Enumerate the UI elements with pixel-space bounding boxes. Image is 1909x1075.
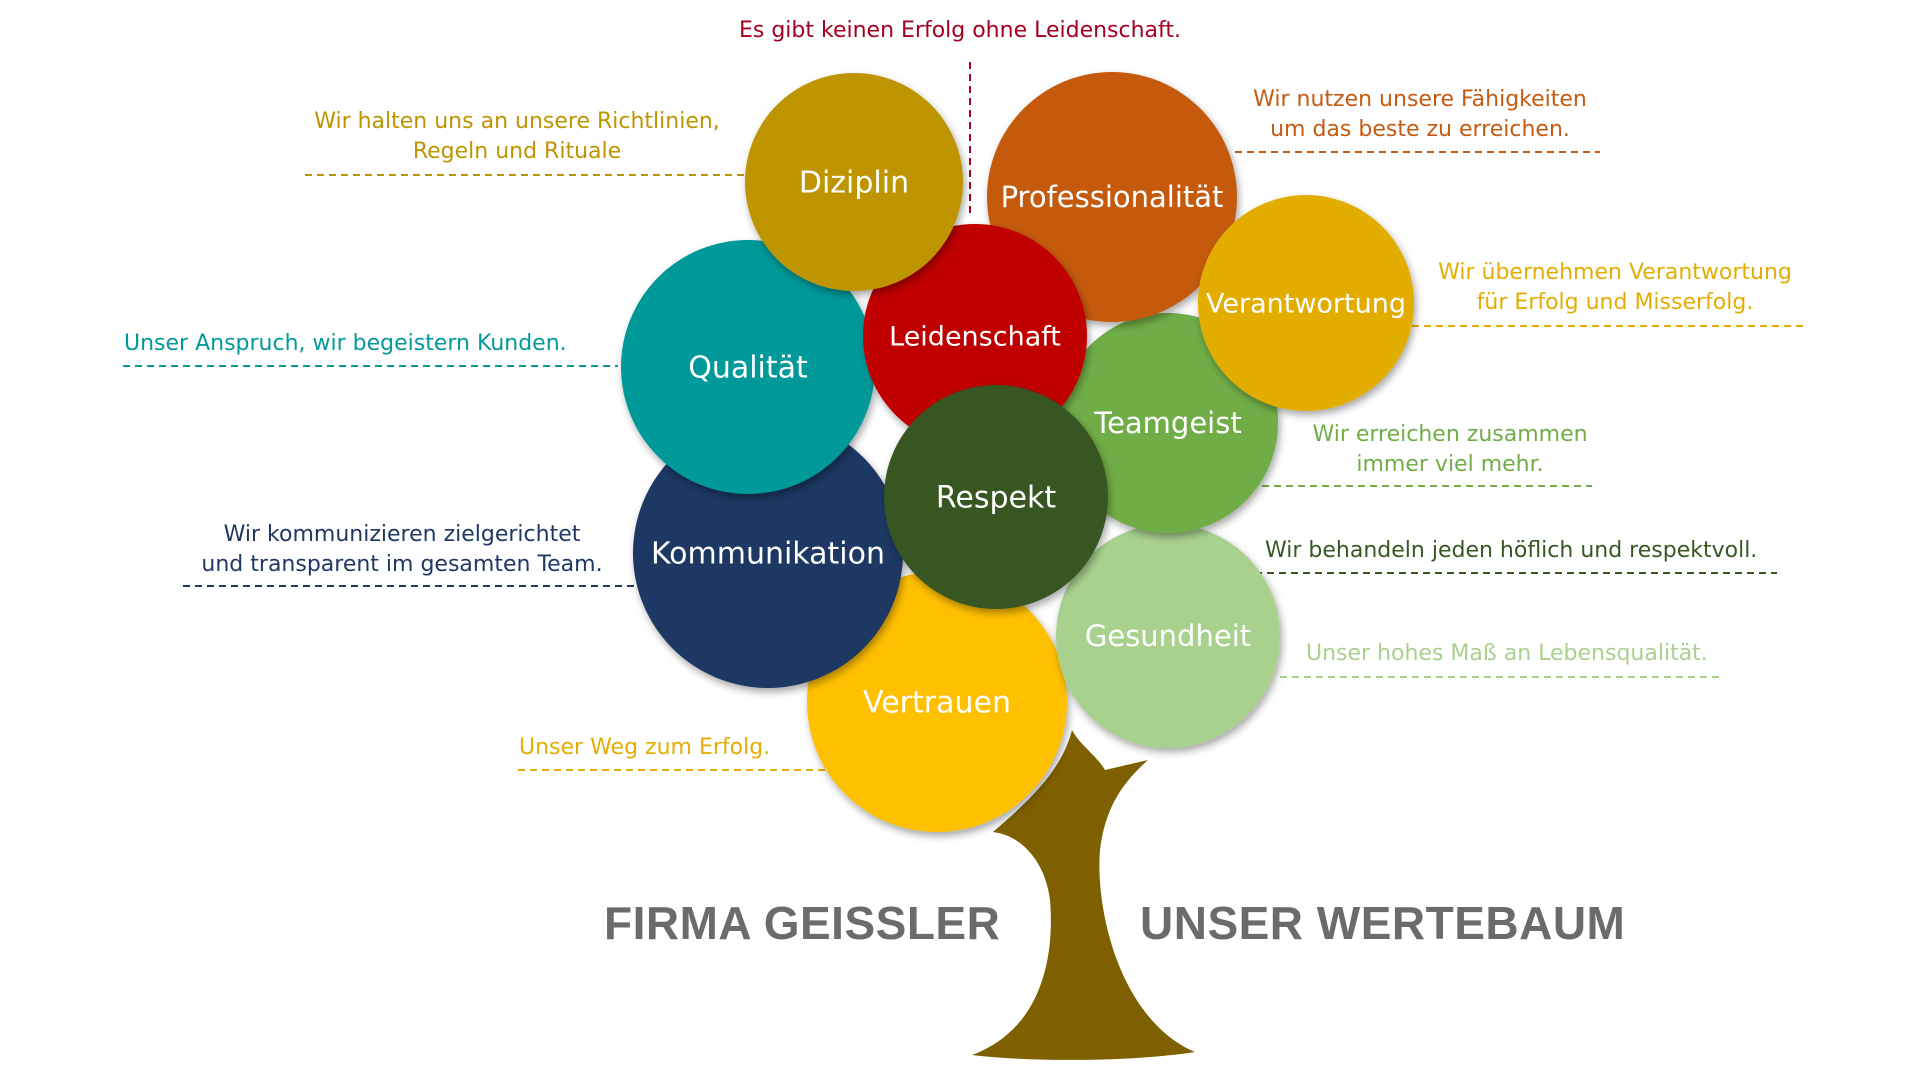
kommunikation-bubble: Kommunikation: [633, 418, 903, 688]
gesundheit-circle: [1056, 524, 1280, 748]
kommunikation-callout-line-2: und transparent im gesamten Team.: [201, 552, 603, 577]
diziplin-circle: [745, 73, 963, 291]
kommunikation-callout: Wir kommunizieren zielgerichtet und tran…: [172, 520, 632, 580]
kommunikation-callout-line-1: Wir kommunizieren zielgerichtet: [223, 522, 581, 547]
verantwortung-bubble: Verantwortung: [1198, 195, 1414, 411]
gesundheit-label: Gesundheit: [1085, 619, 1251, 653]
respekt-bubble: Respekt: [884, 385, 1108, 609]
gesundheit-callout: Unser hohes Maß an Lebensqualität.: [1306, 639, 1746, 669]
leidenschaft-label: Leidenschaft: [889, 322, 1061, 353]
teamgeist-label: Teamgeist: [1093, 406, 1241, 440]
gesundheit-callout-line-1: Unser hohes Maß an Lebensqualität.: [1306, 641, 1708, 666]
vertrauen-callout: Unser Weg zum Erfolg.: [519, 733, 819, 763]
verantwortung-callout-line-2: für Erfolg und Misserfolg.: [1476, 290, 1754, 315]
teamgeist-callout-line-1: Wir erreichen zusammen: [1312, 422, 1588, 447]
teamgeist-callout: Wir erreichen zusammen immer viel mehr.: [1280, 420, 1620, 480]
verantwortung-callout-line-1: Wir übernehmen Verantwortung: [1438, 260, 1792, 285]
vertrauen-label: Vertrauen: [863, 686, 1011, 721]
diziplin-callout: Wir halten uns an unsere Richtlinien, Re…: [292, 107, 742, 167]
teamgeist-callout-line-2: immer viel mehr.: [1356, 452, 1544, 477]
professionalitaet-callout-line-2: um das beste zu erreichen.: [1270, 117, 1570, 142]
diziplin-callout-line-2: Regeln und Rituale: [412, 139, 622, 164]
headline-text: Es gibt keinen Erfolg ohne Leidenschaft.: [738, 18, 1182, 43]
gesundheit-bubble: Gesundheit: [1056, 524, 1280, 748]
verantwortung-callout: Wir übernehmen Verantwortung für Erfolg …: [1405, 258, 1825, 318]
professionalitaet-callout: Wir nutzen unsere Fähigkeiten um das bes…: [1220, 85, 1620, 145]
qualitaet-label: Qualität: [688, 351, 808, 386]
respekt-callout: Wir behandeln jeden höflich und respektv…: [1265, 536, 1805, 566]
company-name: FIRMA GEISSLER: [604, 897, 1001, 949]
tree-trunk: [972, 730, 1195, 1060]
qualitaet-callout: Unser Anspruch, wir begeistern Kunden.: [124, 329, 624, 359]
professionalitaet-label: Professionalität: [1001, 180, 1224, 214]
verantwortung-label: Verantwortung: [1206, 289, 1406, 320]
diziplin-bubble: Diziplin: [745, 73, 963, 291]
qualitaet-callout-line-1: Unser Anspruch, wir begeistern Kunden.: [124, 331, 567, 356]
kommunikation-circle: [633, 418, 903, 688]
qualitaet-circle: [621, 240, 875, 494]
headline: Es gibt keinen Erfolg ohne Leidenschaft.: [650, 16, 1270, 46]
diziplin-label: Diziplin: [799, 166, 909, 201]
kommunikation-label: Kommunikation: [651, 537, 885, 572]
professionalitaet-callout-line-1: Wir nutzen unsere Fähigkeiten: [1253, 87, 1587, 112]
respekt-circle: [884, 385, 1108, 609]
verantwortung-circle: [1198, 195, 1414, 411]
diagram-title: UNSER WERTEBAUM: [1140, 897, 1626, 949]
diziplin-callout-line-1: Wir halten uns an unsere Richtlinien,: [314, 109, 720, 134]
respekt-label: Respekt: [936, 481, 1056, 516]
vertrauen-callout-line-1: Unser Weg zum Erfolg.: [519, 735, 771, 760]
respekt-callout-line-1: Wir behandeln jeden höflich und respektv…: [1265, 538, 1758, 563]
qualitaet-bubble: Qualität: [621, 240, 875, 494]
